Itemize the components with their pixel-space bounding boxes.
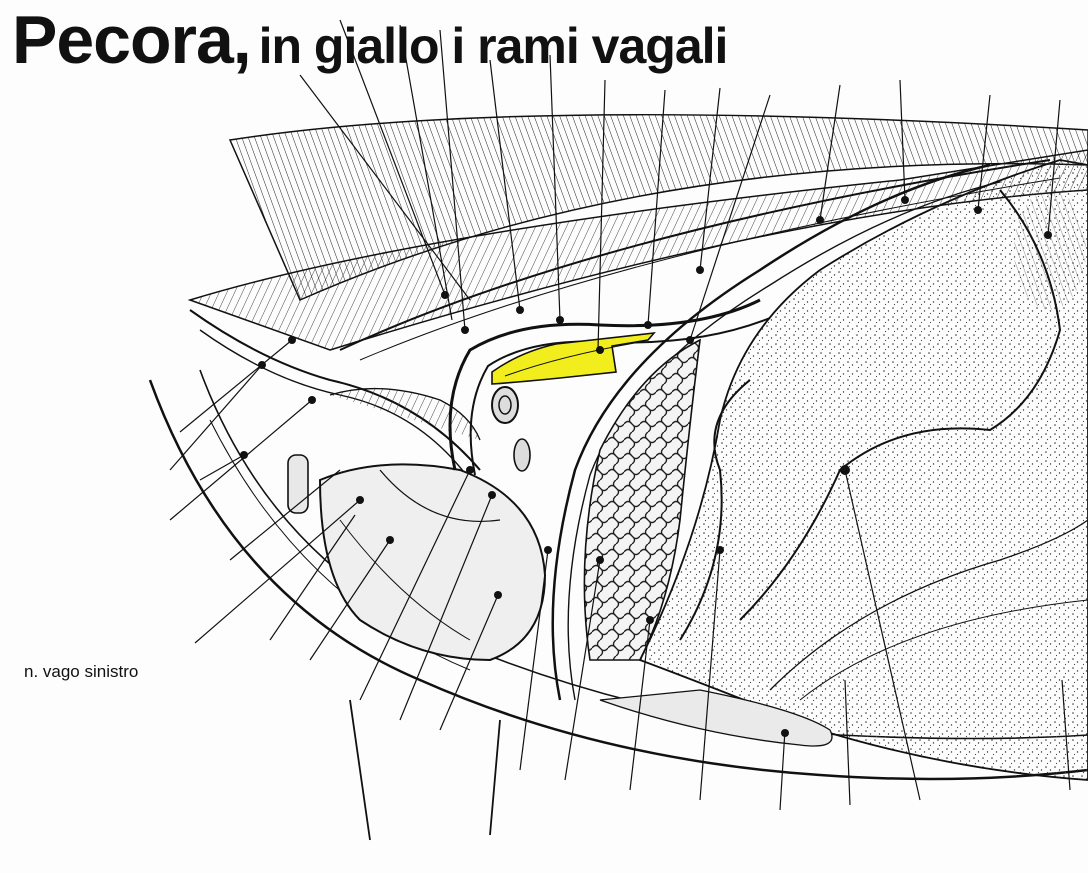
forelimb-outline <box>350 700 370 840</box>
page-title: Pecora, in giallo i rami vagali <box>12 6 727 74</box>
label-left-vagus-nerve: n. vago sinistro <box>24 662 138 682</box>
title-species: Pecora, <box>12 2 251 78</box>
esophagus <box>330 389 480 440</box>
title-caption: in giallo i rami vagali <box>259 18 728 74</box>
vessel-cross-section <box>492 387 518 423</box>
heart <box>320 464 545 660</box>
